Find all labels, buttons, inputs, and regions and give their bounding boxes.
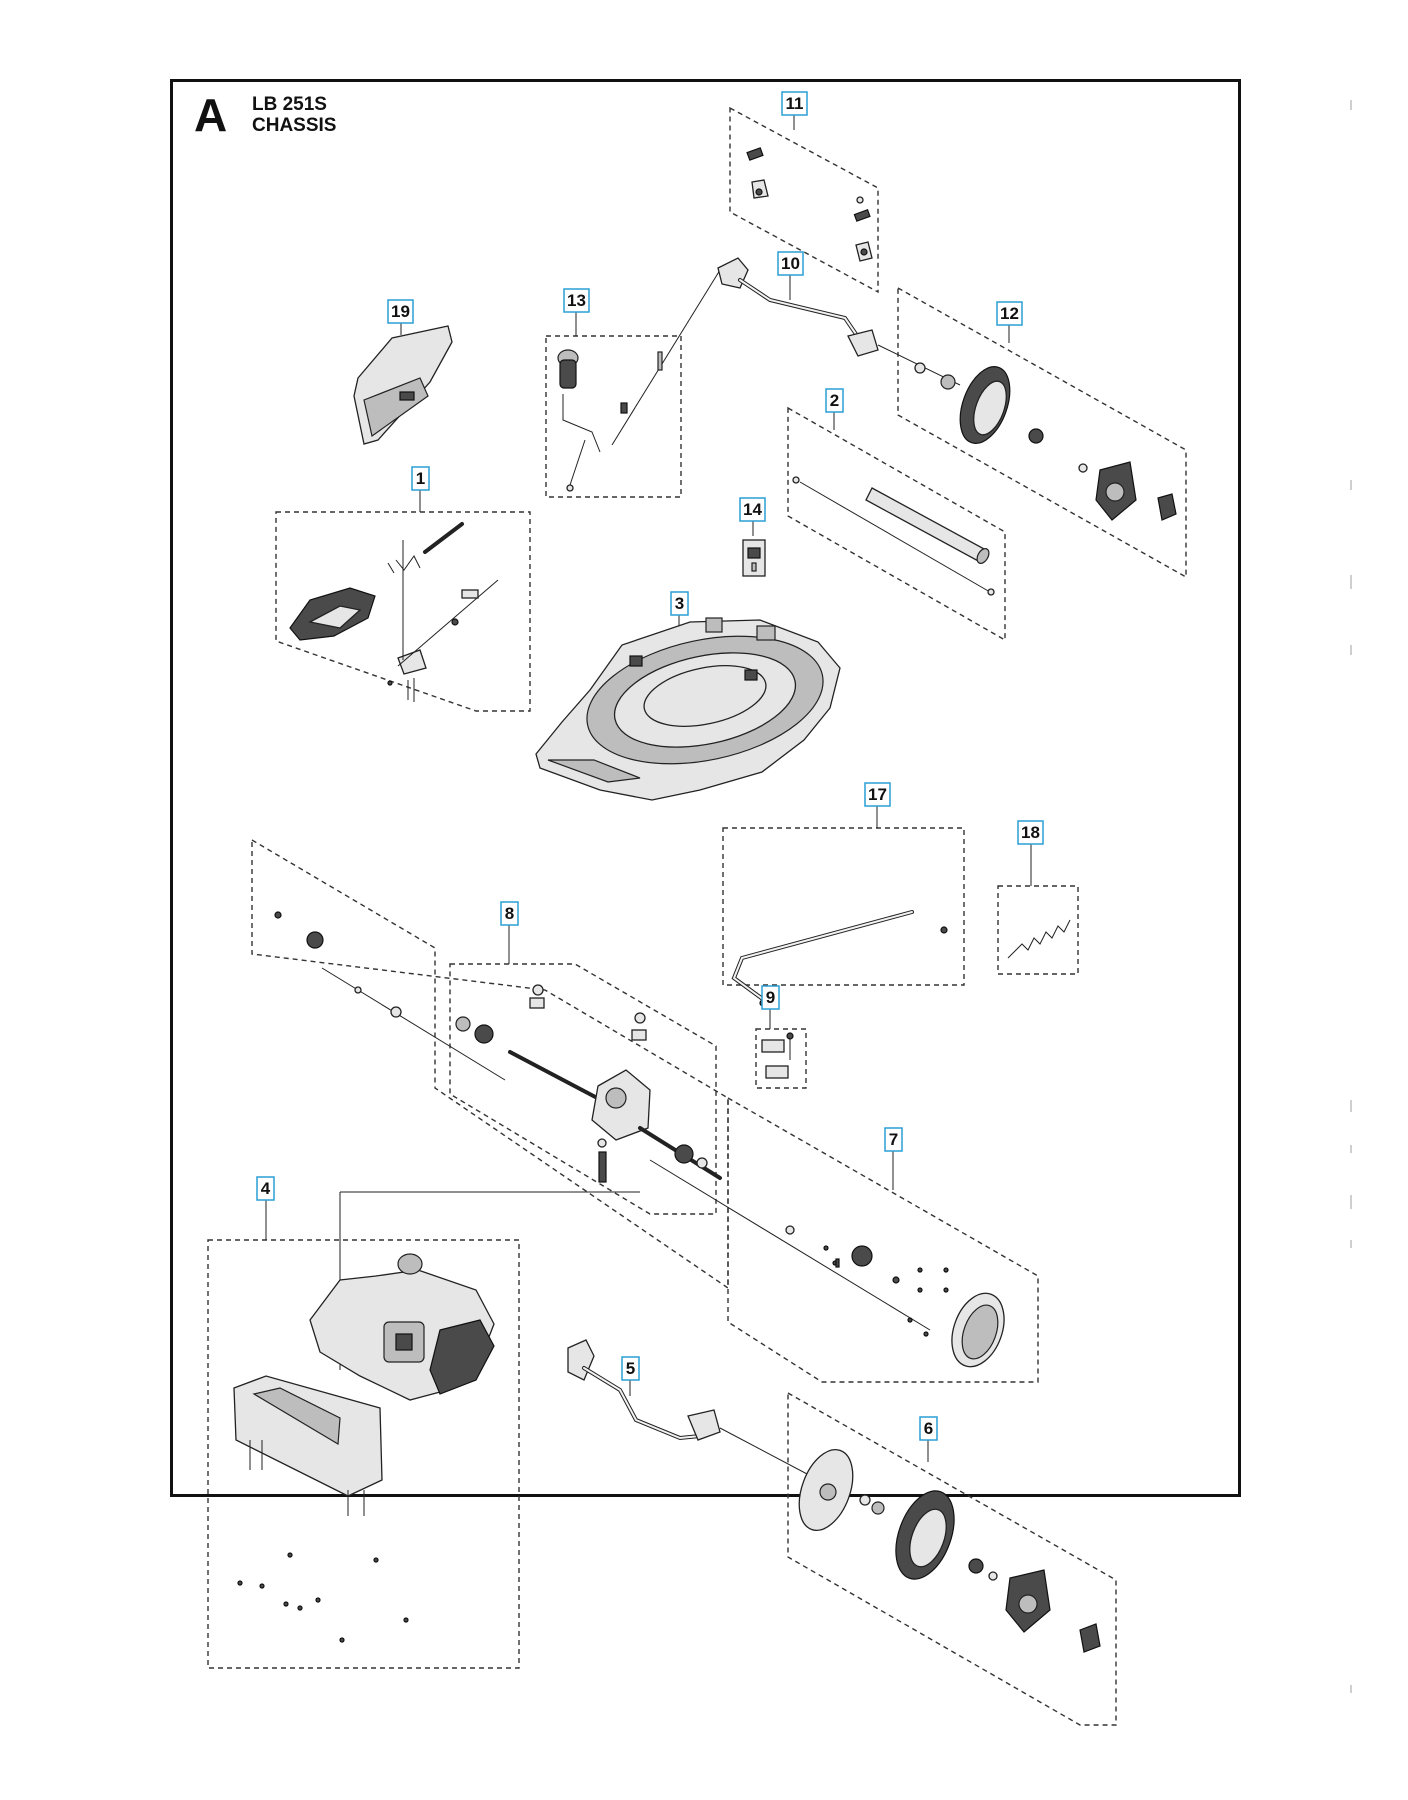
callout-6: 6 xyxy=(919,1416,938,1441)
group-box-7 xyxy=(727,1096,1039,1383)
catch-clips-part xyxy=(761,1032,794,1079)
group-name: CHASSIS xyxy=(252,115,337,136)
callout-label-8: 8 xyxy=(505,904,514,923)
callout-label-12: 12 xyxy=(1000,304,1019,323)
callout-18: 18 xyxy=(1017,820,1044,845)
callout-1: 1 xyxy=(411,466,430,491)
model-name: LB 251S xyxy=(252,94,327,115)
rear-wheel-part xyxy=(914,362,1177,521)
callout-3: 3 xyxy=(670,591,689,616)
group-box-shaft xyxy=(251,838,729,1290)
group-box-13 xyxy=(545,335,682,498)
callout-label-13: 13 xyxy=(567,291,586,310)
callout-19: 19 xyxy=(387,299,414,324)
callout-7: 7 xyxy=(884,1127,903,1152)
callout-17: 17 xyxy=(864,782,891,807)
callout-label-17: 17 xyxy=(868,785,887,804)
mower-deck-part xyxy=(535,617,841,801)
handle-adjuster-part xyxy=(557,269,721,492)
callout-11: 11 xyxy=(781,91,808,116)
group-box-12 xyxy=(897,286,1187,579)
control-handle-part xyxy=(289,522,499,702)
margin-mark xyxy=(1350,100,1352,110)
callout-label-19: 19 xyxy=(391,302,410,321)
callout-label-3: 3 xyxy=(675,594,684,613)
callout-label-7: 7 xyxy=(889,1130,898,1149)
group-box-2 xyxy=(787,406,1006,642)
axle-tube-part xyxy=(792,476,995,596)
margin-mark xyxy=(1350,645,1352,655)
group-box-6 xyxy=(787,1391,1117,1726)
diagram-title: LB 251S CHASSIS xyxy=(252,94,336,136)
spring-part xyxy=(1007,919,1071,959)
callout-label-2: 2 xyxy=(830,391,839,410)
group-box-4 xyxy=(207,1239,520,1669)
group-box-1 xyxy=(275,511,531,712)
callout-label-9: 9 xyxy=(766,988,775,1007)
group-box-18 xyxy=(997,885,1079,975)
rear-height-axle-part xyxy=(717,257,961,386)
margin-mark xyxy=(1350,480,1352,490)
front-height-axle-part xyxy=(567,1339,827,1485)
callout-label-18: 18 xyxy=(1021,823,1040,842)
diagram-frame xyxy=(170,79,1241,1497)
front-wheel-part xyxy=(798,1449,1101,1653)
margin-mark xyxy=(1350,1100,1352,1112)
callout-label-10: 10 xyxy=(781,254,800,273)
callout-label-11: 11 xyxy=(786,94,804,113)
callout-label-1: 1 xyxy=(416,469,425,488)
callout-13: 13 xyxy=(563,288,590,313)
callout-label-4: 4 xyxy=(261,1179,271,1198)
catcher-lid-part xyxy=(353,325,453,445)
margin-mark xyxy=(1350,1195,1352,1209)
clip-part xyxy=(742,539,766,577)
callout-5: 5 xyxy=(621,1356,640,1381)
margin-mark xyxy=(1350,1145,1352,1153)
callout-label-5: 5 xyxy=(626,1359,635,1378)
callout-10: 10 xyxy=(777,251,804,276)
height-lever-clips-part xyxy=(746,147,873,262)
callout-14: 14 xyxy=(739,497,766,522)
callout-8: 8 xyxy=(500,901,519,926)
margin-mark xyxy=(1350,1685,1352,1693)
callout-12: 12 xyxy=(996,301,1023,326)
group-box-9 xyxy=(755,1028,807,1089)
group-box-11 xyxy=(729,106,879,294)
drive-shaft-part xyxy=(274,911,1005,1370)
margin-mark xyxy=(1350,575,1352,589)
section-letter: A xyxy=(194,89,228,141)
callout-9: 9 xyxy=(761,985,780,1010)
margin-mark xyxy=(1350,1240,1352,1248)
callout-label-6: 6 xyxy=(924,1419,933,1438)
callout-4: 4 xyxy=(256,1176,275,1201)
callout-label-14: 14 xyxy=(743,500,762,519)
rear-cover-part xyxy=(233,1253,495,1643)
callout-2: 2 xyxy=(825,388,844,413)
group-box-17 xyxy=(722,827,965,986)
